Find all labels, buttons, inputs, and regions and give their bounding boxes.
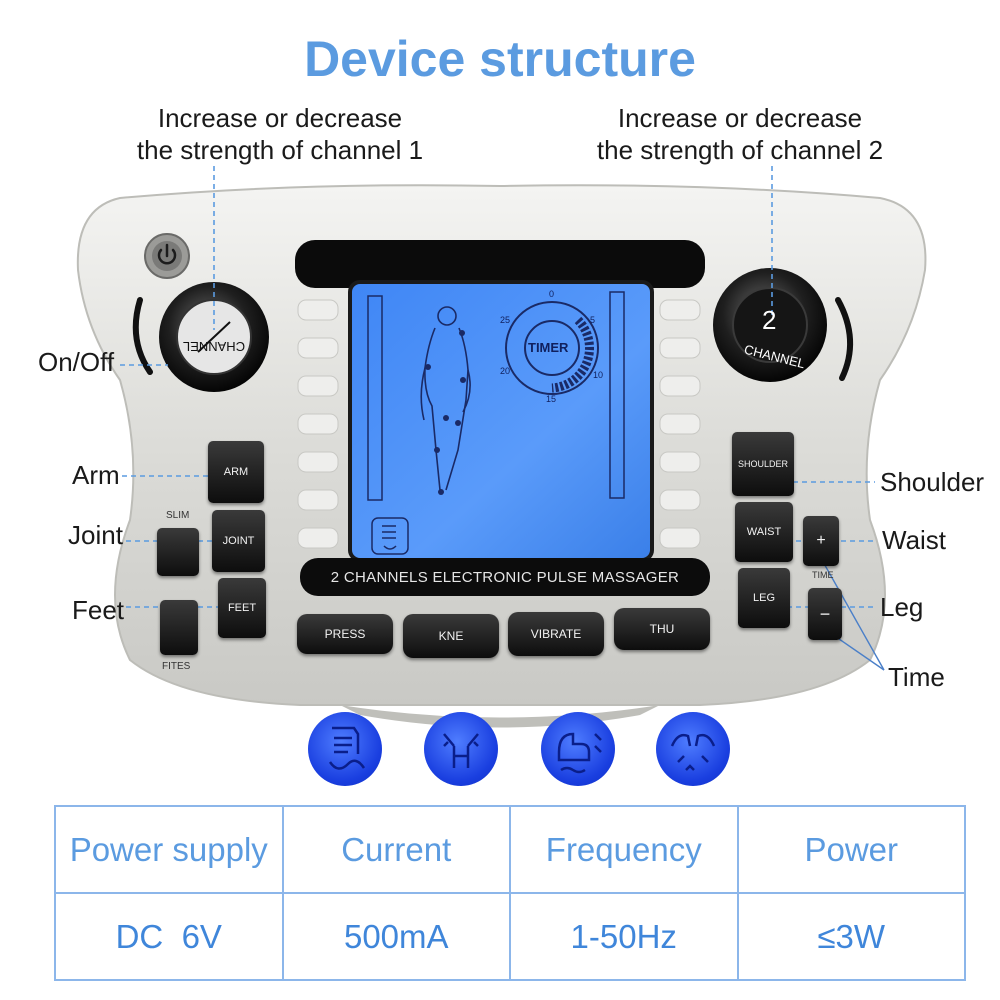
lcd-bar-left [367, 295, 383, 501]
waist-button[interactable]: WAIST [735, 502, 793, 562]
dial-number-25: 25 [500, 315, 511, 325]
vibrate-button[interactable]: VIBRATE [508, 612, 604, 656]
lcd-timer-label: TIMER [528, 340, 569, 355]
joint-button[interactable]: JOINT [212, 510, 265, 572]
spec-header-frequency: Frequency [509, 805, 739, 894]
dial-number-20: 20 [500, 366, 511, 376]
feet-label: Feet [72, 595, 125, 625]
leg-label: Leg [880, 592, 924, 622]
feet-button[interactable]: FEET [218, 578, 266, 638]
massage-mode-3-icon [541, 712, 615, 786]
waist-label: Waist [882, 525, 947, 555]
knob-1-pointer [197, 321, 231, 353]
channel-1-callout-line-1: Increase or decrease [157, 103, 403, 133]
left-ridges [297, 299, 339, 549]
specs-header-row: Power supply Current Frequency Power [54, 805, 966, 894]
spec-header-power: Power [736, 805, 966, 894]
slim-label: SLIM [166, 510, 190, 521]
time-small-label: TIME [812, 570, 834, 580]
specs-table: Power supply Current Frequency Power DC … [54, 805, 966, 981]
product-name-strip: 2 CHANNELS ELECTRONIC PULSE MASSAGER [300, 558, 710, 596]
massage-mode-2-icon [424, 712, 498, 786]
timer-dial-segments [551, 316, 595, 393]
arm-label: Arm [72, 460, 120, 490]
timer-dial-outer [505, 301, 599, 395]
lcd-body-points [425, 330, 466, 495]
dial-number-0: 0 [549, 289, 555, 299]
dial-number-15: 15 [546, 394, 557, 404]
knob-2-cap [732, 287, 808, 363]
shoulder-label: Shoulder [880, 467, 985, 497]
top-display-bar [295, 240, 705, 288]
page-title: Device structure [304, 31, 696, 87]
press-button[interactable]: PRESS [297, 614, 393, 654]
knob-1-arc [132, 297, 153, 375]
channel-2-callout-line-1: Increase or decrease [617, 103, 863, 133]
time-label: Time [888, 662, 945, 692]
arm-button[interactable]: ARM [208, 441, 264, 503]
spec-value-current: 500mA [281, 892, 511, 981]
knob-2-arc [835, 297, 854, 381]
spec-header-power-supply: Power supply [54, 805, 284, 894]
power-icon [157, 243, 177, 265]
knob-2-number: 2 [762, 305, 777, 335]
time-plus-button[interactable]: + [803, 516, 839, 566]
slim-button[interactable] [157, 528, 199, 576]
spec-value-frequency: 1-50Hz [509, 892, 739, 981]
massage-mode-1-icon [308, 712, 382, 786]
leg-button[interactable]: LEG [738, 568, 790, 628]
lcd-bar-right [609, 291, 625, 499]
kne-button[interactable]: KNE [403, 614, 499, 658]
fites-label: FITES [162, 661, 191, 672]
dial-number-5: 5 [590, 315, 596, 325]
thu-button[interactable]: THU [614, 608, 710, 650]
channel-1-callout: Increase or decrease the strength of cha… [130, 102, 430, 166]
right-ridges [659, 299, 701, 549]
on-off-label: On/Off [38, 347, 115, 377]
channel-1-callout-line-2: the strength of channel 1 [136, 135, 424, 165]
massage-mode-4-icon [656, 712, 730, 786]
spec-value-power: ≤3W [736, 892, 966, 981]
channel-2-callout: Increase or decrease the strength of cha… [590, 102, 890, 166]
channel-2-callout-line-2: the strength of channel 2 [596, 135, 884, 165]
specs-value-row: DC 6V 500mA 1-50Hz ≤3W [54, 892, 966, 981]
knob-1-label: CHANNEL [183, 339, 245, 354]
dial-number-10: 10 [593, 370, 604, 380]
joint-label: Joint [68, 520, 123, 550]
spec-header-current: Current [281, 805, 511, 894]
spec-value-power-supply: DC 6V [54, 892, 284, 981]
lcd-mode-icon [371, 517, 409, 555]
shoulder-button[interactable]: SHOULDER [732, 432, 794, 496]
time-minus-button[interactable]: − [808, 588, 842, 640]
timer-dial-inner [524, 320, 580, 376]
fites-button[interactable] [160, 600, 198, 655]
